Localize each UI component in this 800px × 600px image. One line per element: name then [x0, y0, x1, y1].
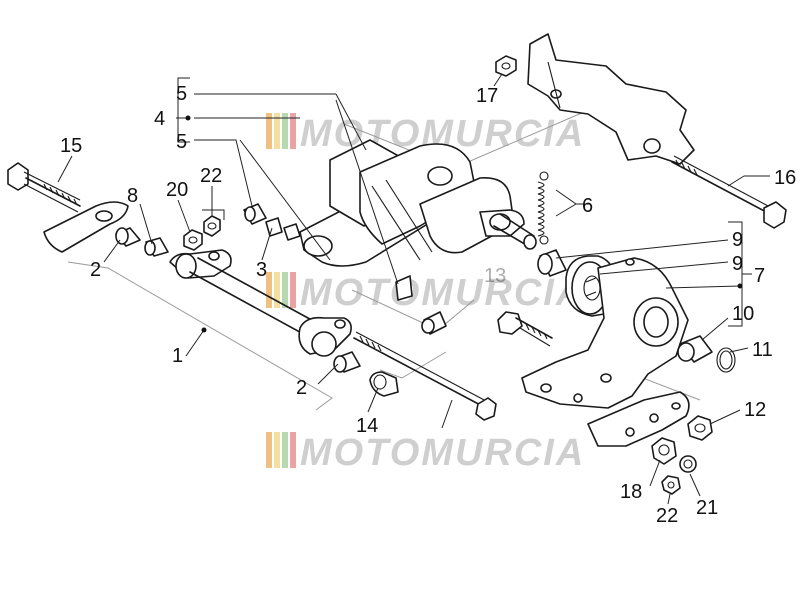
watermark-stripe-4	[290, 272, 296, 308]
callout-12: 12	[744, 399, 766, 421]
part-bush-arm-inner	[395, 275, 447, 335]
callout-17: 17	[476, 85, 498, 107]
watermark-text: MOTOMURCIA	[300, 432, 585, 474]
callout-15: 16	[774, 167, 796, 189]
watermark-stripe-2	[274, 113, 280, 149]
part-bush-2-lower	[333, 351, 361, 373]
callout-2-lower: 2	[296, 377, 307, 399]
callout-2-upper: 2	[90, 259, 101, 281]
part-left-bracket	[43, 201, 129, 253]
callout-14: 14	[356, 415, 378, 437]
watermark-stripe-1	[266, 272, 272, 308]
part-bush-9-lower	[677, 335, 713, 363]
watermark-stripe-2	[274, 432, 280, 468]
part-washer-21	[679, 455, 697, 473]
callout-21: 21	[696, 497, 718, 519]
callout-20: 20	[166, 179, 188, 201]
callout-16: 15	[60, 135, 82, 157]
callout-9-upper: 9	[732, 229, 743, 251]
callout-3: 3	[256, 259, 267, 281]
callout-9-lower: 10	[732, 303, 754, 325]
part-pivot-shaft-1	[169, 249, 352, 357]
callout-18: 18	[620, 481, 642, 503]
watermark-stripe-3	[282, 432, 288, 468]
part-nut-22-lower	[661, 475, 681, 495]
part-bolt-15	[671, 155, 787, 229]
part-bolt-13	[353, 331, 497, 421]
part-bush-10	[144, 237, 169, 257]
part-spring-6	[537, 171, 549, 245]
callout-4: 4	[154, 108, 165, 130]
watermark-bottom: MOTOMURCIA	[266, 432, 585, 474]
part-nut-17	[495, 55, 517, 77]
part-bolt-14	[369, 371, 399, 397]
watermark-stripe-3	[282, 272, 288, 308]
callout-10: 8	[127, 185, 138, 207]
watermark-stripe-1	[266, 113, 272, 149]
part-bush-2-upper	[115, 227, 141, 247]
part-swing-arm-4	[299, 139, 537, 267]
callout-8: 9	[732, 253, 743, 275]
callout-22-lower: 22	[656, 505, 678, 527]
watermark-text: MOTOMURCIA	[300, 272, 585, 314]
leader-lines	[57, 73, 770, 505]
callout-6: 6	[582, 195, 593, 217]
part-frame-bracket	[527, 33, 695, 165]
callout-5-lower: 5	[176, 131, 187, 153]
watermark-stripe-1	[266, 432, 272, 468]
callout-11: 11	[752, 339, 773, 361]
watermark-middle: MOTOMURCIA	[266, 272, 585, 314]
part-circlip-11	[716, 347, 736, 373]
callout-labels: 15 8 20 22 5 4 5 3 2 1 2 14 13 17 16 6 9…	[60, 83, 796, 527]
callout-7: 7	[754, 265, 765, 287]
watermark-stripe-4	[290, 432, 296, 468]
part-support-7	[521, 257, 690, 447]
part-bolt-16	[7, 162, 81, 213]
part-nut-12	[687, 415, 713, 441]
part-nut-18	[651, 437, 677, 465]
part-bush-3	[243, 203, 301, 241]
callout-13: 13	[484, 265, 506, 287]
watermark-stripe-2	[274, 272, 280, 308]
watermark-stripe-3	[282, 113, 288, 149]
part-bush-9-upper	[537, 249, 567, 277]
watermark-stripe-4	[290, 113, 296, 149]
part-nut-22-upper	[202, 209, 225, 237]
callout-22-upper: 22	[200, 165, 222, 187]
callout-5-upper: 5	[176, 83, 187, 105]
part-bolt-support	[497, 311, 553, 347]
part-nut-20	[183, 229, 203, 251]
callout-1: 1	[172, 345, 183, 367]
